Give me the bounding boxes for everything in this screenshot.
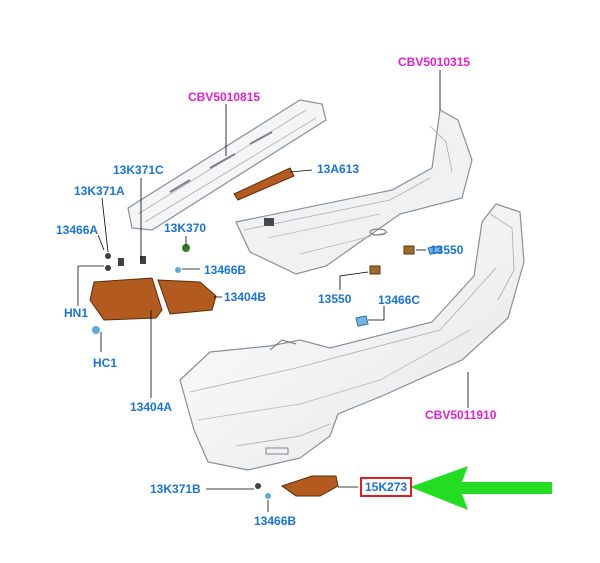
label-13550-right: 13550 (430, 243, 464, 257)
label-13k370: 13K370 (164, 221, 207, 235)
tail-lamp-inner (157, 279, 217, 315)
green-pointer-arrow (410, 466, 552, 510)
label-13404a: 13404A (130, 400, 173, 414)
label-13550-left: 13550 (318, 292, 352, 306)
label-13k371b: 13K371B (150, 482, 201, 496)
label-13k371c: 13K371C (113, 163, 164, 177)
label-13a613: 13A613 (317, 162, 360, 176)
liftgate-panel (235, 109, 473, 275)
high-mount-stop-lamp (233, 167, 295, 201)
label-13k371a: 13K371A (74, 184, 125, 198)
leader-lines (77, 70, 469, 512)
rear-bumper-cover (179, 203, 525, 471)
label-13466c: 13466C (378, 293, 421, 307)
tail-lamp-outer (89, 277, 163, 321)
hardware-parts (92, 218, 443, 499)
label-cbv5010815: CBV5010815 (188, 90, 261, 104)
label-13466b-bottom: 13466B (254, 514, 297, 528)
label-13404b: 13404B (224, 290, 267, 304)
label-13466a: 13466A (56, 223, 99, 237)
label-hn1: HN1 (64, 306, 89, 320)
label-15k273-highlighted: 15K273 (360, 477, 413, 497)
label-cbv5011910: CBV5011910 (425, 408, 497, 422)
label-13466b-top: 13466B (204, 263, 247, 277)
label-hc1: HC1 (93, 356, 118, 370)
label-cbv5010315: CBV5010315 (398, 55, 471, 69)
spoiler-trim (127, 99, 327, 231)
reflector-15k273 (280, 475, 339, 497)
